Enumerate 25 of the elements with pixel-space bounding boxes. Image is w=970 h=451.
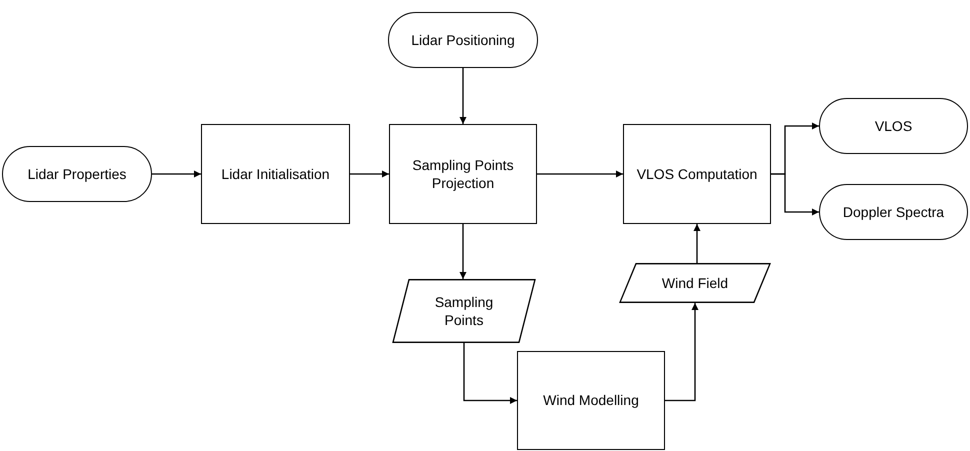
node-label: Sampling Points Projection [411,156,515,192]
node-label: Doppler Spectra [842,202,944,222]
node-label: Sampling Points [434,292,494,330]
arrow [463,343,517,404]
arrow [350,170,389,178]
node-label: Lidar Properties [28,164,126,184]
arrow [460,68,466,124]
process-box [201,124,350,224]
arrow [665,303,698,402]
arrow [460,224,466,279]
arrow [694,224,700,263]
node-label: Lidar Initialisation [221,164,330,184]
node-label: VLOS [874,116,912,136]
data-parallelogram [620,263,770,303]
node-label: Wind Modelling [543,391,639,410]
node-label: Lidar Positioning [411,30,515,50]
node-label: Wind Field [662,274,728,292]
arrow [537,170,623,178]
process-box [623,124,771,224]
data-parallelogram [393,279,535,343]
arrow [771,173,819,216]
arrow [152,170,201,178]
node-label: VLOS Computation [636,164,758,184]
process-box [389,124,537,224]
process-box [517,351,665,450]
